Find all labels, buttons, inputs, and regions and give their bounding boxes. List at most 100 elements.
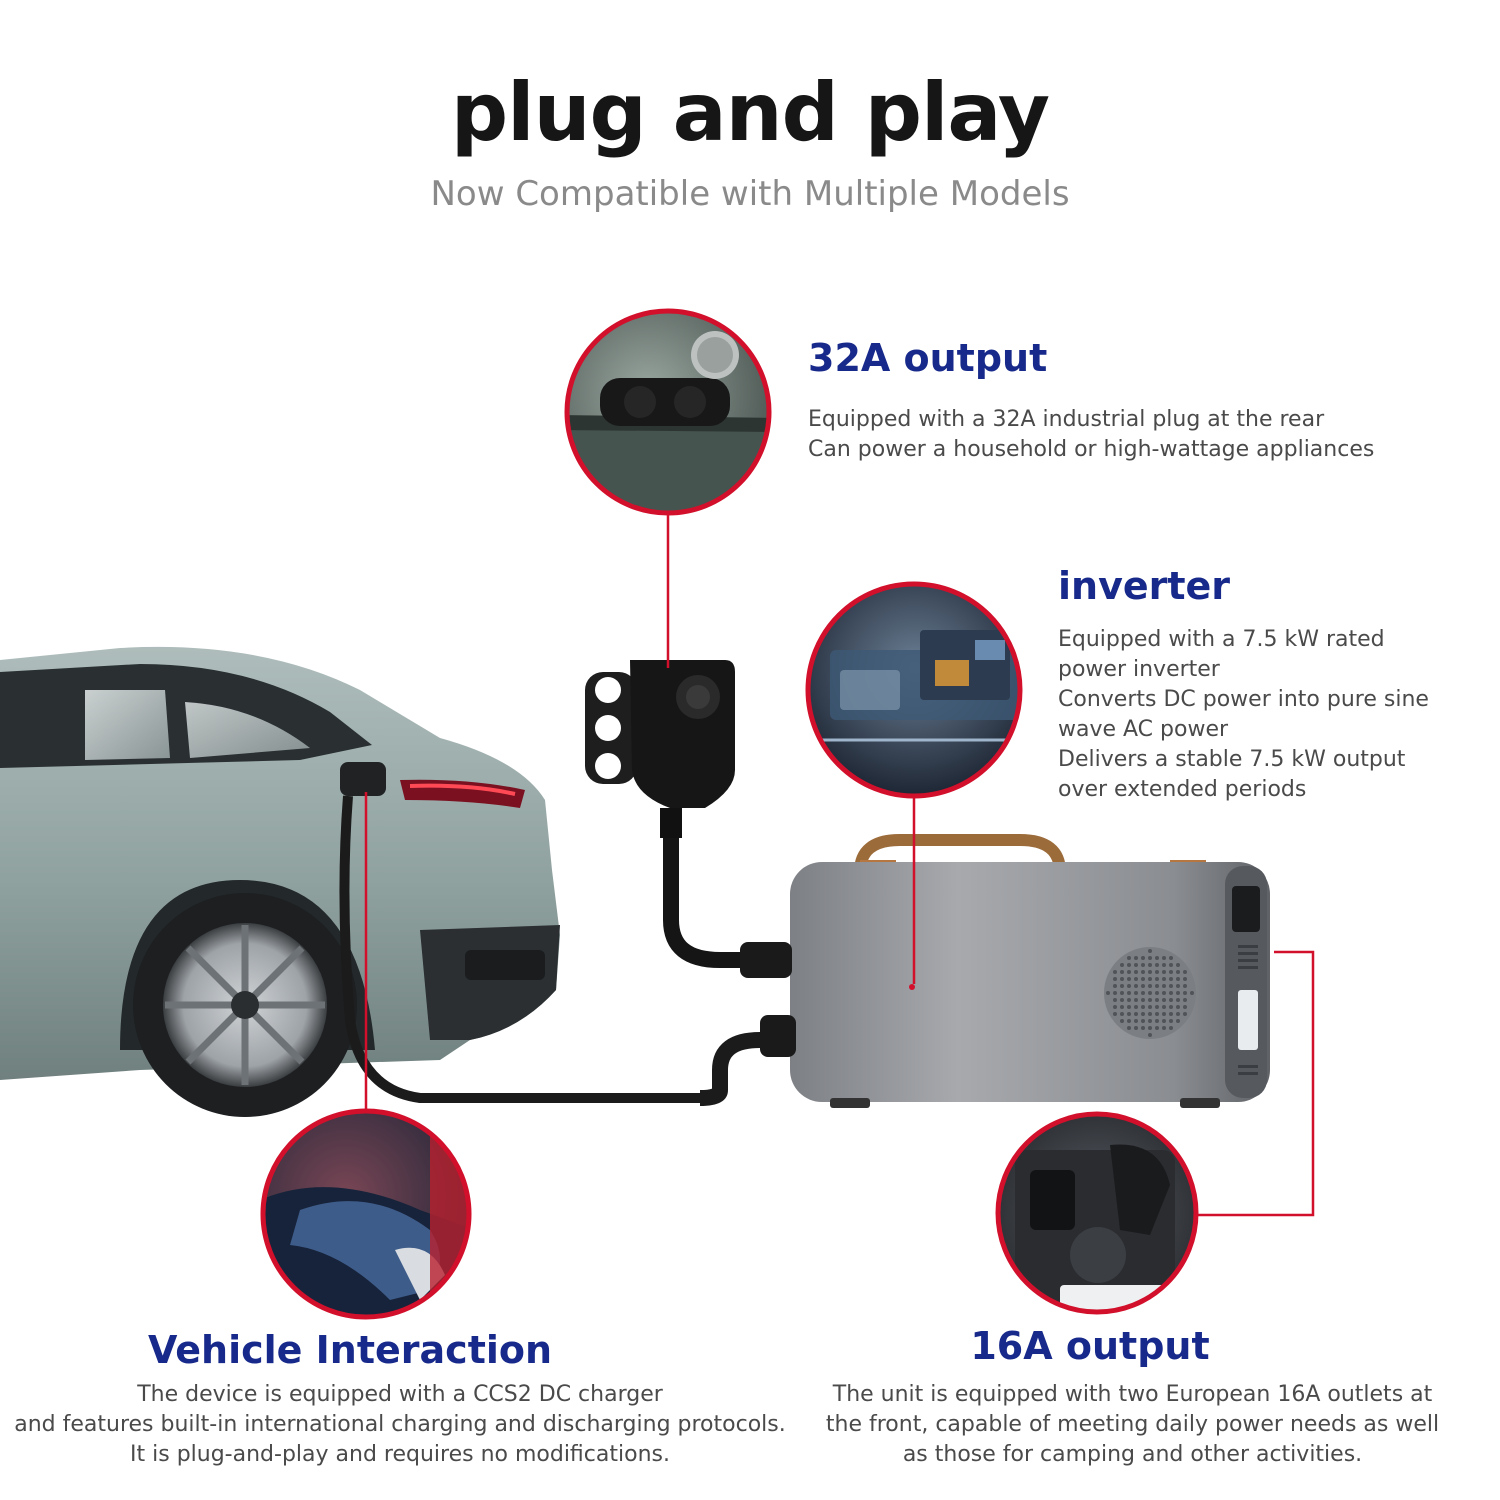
grille-dot — [1113, 984, 1117, 988]
electric-car — [0, 646, 700, 1117]
grille-dot — [1127, 1019, 1131, 1023]
grille-dot — [1162, 991, 1166, 995]
grille-dot — [1120, 1005, 1124, 1009]
grille-dot — [1176, 998, 1180, 1002]
grille-dot — [1155, 984, 1159, 988]
feature-desc-vehicle: The device is equipped with a CCS2 DC ch… — [0, 1380, 800, 1470]
grille-dot — [1155, 963, 1159, 967]
feature-desc-line: wave AC power — [1058, 717, 1229, 742]
grille-dot — [1127, 1005, 1131, 1009]
grille-dot — [1120, 998, 1124, 1002]
grille-dot — [1127, 963, 1131, 967]
detail-vehicle-connector — [260, 1108, 472, 1320]
grille-dot — [1148, 970, 1152, 974]
grille-dot — [1113, 977, 1117, 981]
feature-title-vehicle: Vehicle Interaction — [147, 1328, 553, 1372]
grille-dot — [1141, 1005, 1145, 1009]
grille-dot — [1113, 1012, 1117, 1016]
grille-dot — [1169, 1026, 1173, 1030]
grille-dot — [1162, 977, 1166, 981]
grille-dot — [1190, 991, 1194, 995]
grille-dot — [1162, 998, 1166, 1002]
callout-lines — [364, 513, 1315, 1217]
grille-dot — [1162, 984, 1166, 988]
grille-dot — [1120, 1019, 1124, 1023]
grille-dot — [1141, 970, 1145, 974]
grille-dot — [1141, 984, 1145, 988]
feature-desc-line: the front, capable of meeting daily powe… — [825, 1412, 1440, 1437]
grille-dot — [1127, 998, 1131, 1002]
grille-dot — [1148, 1019, 1152, 1023]
grille-dot — [1120, 977, 1124, 981]
grille-dot — [1134, 977, 1138, 981]
grille-dot — [1106, 991, 1110, 995]
feature-title-inverter: inverter — [1058, 564, 1231, 608]
grille-dot — [1176, 977, 1180, 981]
grille-dot — [1148, 984, 1152, 988]
eu-outlet-icon — [1232, 886, 1260, 932]
grille-dot — [1120, 991, 1124, 995]
grille-dot — [1141, 963, 1145, 967]
grille-dot — [1176, 984, 1180, 988]
grille-dot — [1183, 998, 1187, 1002]
grille-dot — [1127, 1026, 1131, 1030]
grille-dot — [1169, 956, 1173, 960]
grille-dot — [1127, 970, 1131, 974]
grille-dot — [1113, 998, 1117, 1002]
grille-dot — [1169, 998, 1173, 1002]
grille-dot — [1169, 970, 1173, 974]
grille-dot — [1169, 1012, 1173, 1016]
grille-dot — [1134, 963, 1138, 967]
grille-dot — [1162, 1019, 1166, 1023]
grille-dot — [1155, 1026, 1159, 1030]
grille-dot — [1176, 991, 1180, 995]
grille-dot — [1113, 1005, 1117, 1009]
feature-desc-line: The device is equipped with a CCS2 DC ch… — [137, 1382, 663, 1407]
grille-dot — [1155, 956, 1159, 960]
grille-dot — [1162, 963, 1166, 967]
grille-dot — [1127, 977, 1131, 981]
grille-dot — [1148, 963, 1152, 967]
grille-dot — [1141, 1012, 1145, 1016]
grille-dot — [1155, 1005, 1159, 1009]
grille-dot — [1183, 1012, 1187, 1016]
industrial-plug-icon — [585, 660, 760, 968]
grille-dot — [1155, 977, 1159, 981]
feature-desc-line: power inverter — [1058, 657, 1220, 682]
feature-title-32a: 32A output — [808, 336, 1048, 380]
grille-dot — [1134, 1012, 1138, 1016]
grille-dot — [1148, 956, 1152, 960]
grille-dot — [1134, 970, 1138, 974]
feature-title-16a: 16A output — [970, 1324, 1210, 1368]
detail-16a-outlet — [995, 1111, 1199, 1315]
feature-desc-line: Equipped with a 7.5 kW rated — [1058, 627, 1385, 652]
feature-desc-line: as those for camping and other activitie… — [902, 1442, 1363, 1467]
detail-32a-plug — [564, 308, 772, 516]
feature-desc-line: The unit is equipped with two European 1… — [832, 1382, 1433, 1407]
grille-dot — [1176, 963, 1180, 967]
grille-dot — [1134, 1026, 1138, 1030]
grille-dot — [1148, 1026, 1152, 1030]
grille-dot — [1183, 977, 1187, 981]
grille-dot — [1148, 1005, 1152, 1009]
ccs2-connector-icon — [340, 762, 386, 796]
grille-dot — [1169, 1019, 1173, 1023]
feature-desc-line: It is plug-and-play and requires no modi… — [130, 1442, 670, 1467]
grille-dot — [1176, 970, 1180, 974]
grille-dot — [1113, 970, 1117, 974]
grille-dot — [1169, 991, 1173, 995]
grille-dot — [1155, 1019, 1159, 1023]
grille-dot — [1127, 991, 1131, 995]
grille-dot — [1120, 984, 1124, 988]
grille-dot — [1134, 956, 1138, 960]
grille-dot — [1183, 991, 1187, 995]
grille-dot — [1134, 1005, 1138, 1009]
grille-dot — [1176, 1019, 1180, 1023]
grille-dot — [1169, 977, 1173, 981]
grille-dot — [1141, 991, 1145, 995]
grille-dot — [1148, 1012, 1152, 1016]
grille-dot — [1148, 949, 1152, 953]
feature-desc-line: Equipped with a 32A industrial plug at t… — [808, 407, 1325, 432]
grille-dot — [1134, 1019, 1138, 1023]
